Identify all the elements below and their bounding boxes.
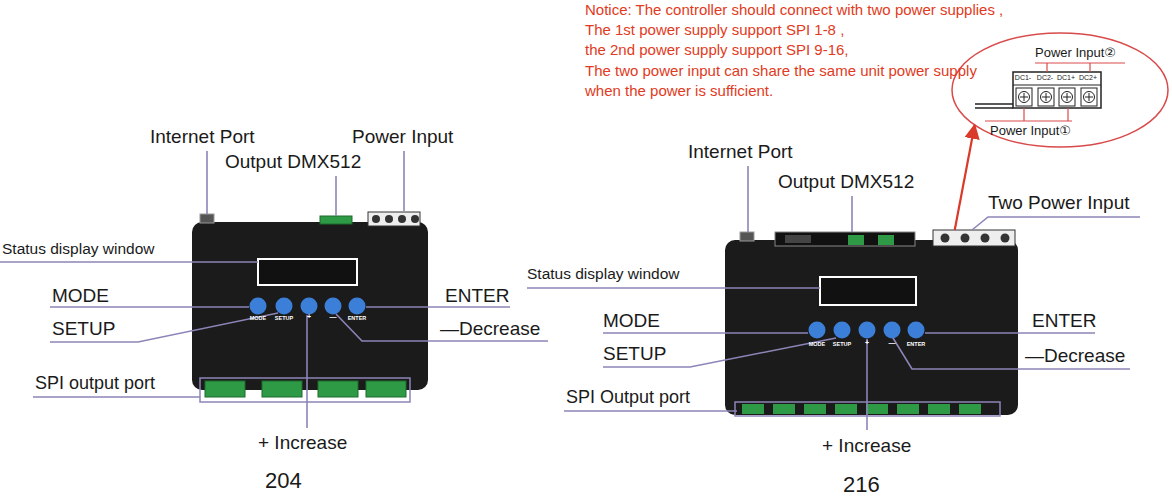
callout-label: Status display window [527, 265, 680, 283]
terminal-callout: Power Input② DC1- DC2- DC1+ DC2+ Power Input① [952, 33, 1168, 147]
button-label: MODE [809, 341, 826, 347]
callout-label: Status display window [2, 240, 155, 258]
terminal-label: Power Input① [990, 124, 1071, 138]
callout-label: + Increase [258, 432, 347, 454]
controller-216 [725, 230, 1018, 416]
callout-label: Two Power Input [988, 192, 1130, 214]
callout-label: MODE [52, 285, 109, 307]
callout-label: SPI output port [35, 373, 155, 394]
button-label: MODE [250, 315, 267, 321]
power-terminal-callout [952, 33, 1168, 147]
callout-label: Internet Port [150, 126, 255, 148]
callout-label: + Increase [822, 435, 911, 457]
terminal-label: DC1- [1015, 74, 1031, 82]
button-label: — [889, 339, 896, 347]
callout-label: Power Input [352, 126, 453, 148]
callout-label: Output DMX512 [778, 171, 914, 193]
button-label: ENTER [907, 341, 926, 347]
button-label: + [307, 313, 311, 321]
callout-label: Output DMX512 [225, 151, 361, 173]
notice-text: Notice: The controller should connect wi… [585, 1, 1003, 18]
callout-label: —Decrease [1025, 345, 1125, 367]
controller-body: MODE SETUP + — ENTER [192, 212, 428, 390]
notice-text: The two power input can share the same u… [585, 61, 977, 101]
terminal-label: DC1+ [1057, 74, 1075, 82]
controller-body: MODE SETUP + — ENTER [725, 230, 1018, 415]
callout-label: ENTER [1032, 310, 1096, 332]
notice-text: The 1st power supply support SPI 1-8 , [585, 21, 844, 38]
notice-text: the 2nd power supply support SPI 9-16, [585, 41, 849, 58]
button-label: + [865, 339, 869, 347]
terminal-label: Power Input② [1035, 46, 1116, 60]
model-number: 204 [265, 468, 302, 493]
callout-label: Internet Port [688, 141, 793, 163]
button-label: SETUP [833, 341, 851, 347]
leader-lines [0, 151, 1140, 430]
button-label: — [330, 313, 337, 321]
terminal-label: DC2+ [1079, 74, 1097, 82]
terminal-label: DC2- [1037, 74, 1053, 82]
callout-label: MODE [603, 310, 660, 332]
model-number: 216 [843, 472, 880, 496]
button-label: ENTER [348, 315, 367, 321]
callout-arrow [955, 125, 975, 230]
callout-label: ENTER [445, 285, 509, 307]
callout-label: —Decrease [440, 318, 540, 340]
button-label: SETUP [275, 315, 293, 321]
callout-label: SETUP [603, 343, 666, 365]
callout-label: SPI Output port [566, 387, 690, 408]
callout-label: SETUP [52, 318, 115, 340]
